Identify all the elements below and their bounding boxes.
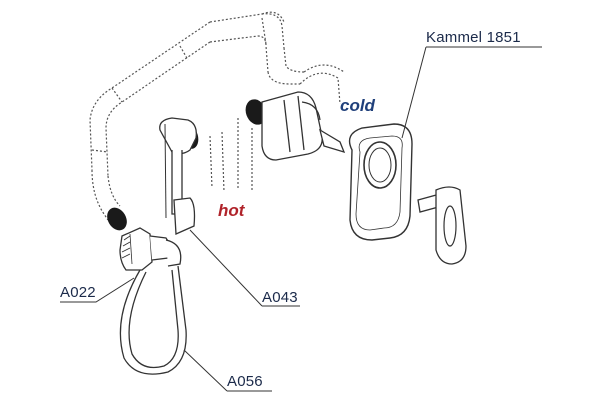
handset-trigger [173, 197, 196, 235]
pipe-cold-elbow [299, 72, 341, 105]
shower-hose [119, 265, 187, 375]
dotted-pipe-network [89, 11, 345, 221]
callout-leaders [60, 46, 542, 392]
cartridge-stem [318, 128, 346, 154]
label-a043: A043 [262, 289, 298, 306]
label-a056: A056 [227, 373, 263, 390]
cartridge-body [261, 91, 346, 161]
leader-a056 [183, 349, 272, 392]
label-cold: cold [340, 96, 375, 115]
label-kammel-1851: Kammel 1851 [426, 29, 521, 46]
cover-plate [348, 123, 413, 241]
wall-outlet [119, 227, 182, 271]
label-a022: A022 [60, 284, 96, 301]
pipe-top [209, 13, 285, 49]
pipe-end-left [107, 207, 127, 231]
pipe-end-cold [245, 99, 267, 125]
label-hot: hot [218, 201, 245, 220]
leader-kammel [401, 46, 542, 139]
shower-handset [159, 117, 197, 235]
lever-handle [417, 186, 467, 265]
leader-a043 [189, 229, 300, 307]
leader-a022 [60, 277, 135, 303]
